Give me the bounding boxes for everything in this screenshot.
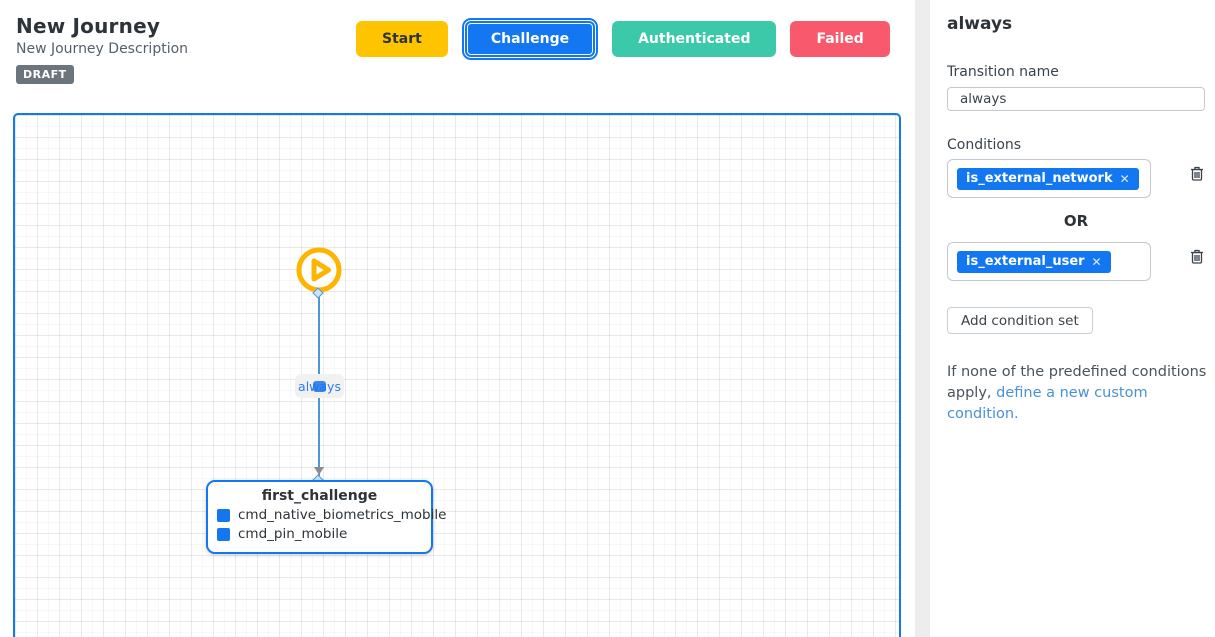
delete-condition-set-button[interactable] bbox=[1189, 165, 1205, 185]
help-text-prefix: If none of the predefined conditions app… bbox=[947, 364, 1207, 401]
condition-set-row: is_external_user ✕ bbox=[947, 242, 1205, 281]
close-icon[interactable]: ✕ bbox=[1119, 171, 1130, 186]
trash-icon bbox=[1191, 166, 1203, 181]
edge-arrowhead-icon bbox=[314, 467, 324, 475]
transition-properties-panel: always Transition name Conditions is_ext… bbox=[930, 0, 1215, 637]
trash-icon bbox=[1191, 249, 1203, 264]
define-custom-condition-link[interactable]: define a new custom condition. bbox=[947, 385, 1148, 422]
or-separator: OR bbox=[1063, 212, 1089, 230]
status-badge: DRAFT bbox=[16, 65, 74, 84]
authenticated-state-button[interactable]: Authenticated bbox=[612, 21, 777, 57]
edge-label-always[interactable]: always bbox=[295, 374, 344, 398]
start-node[interactable] bbox=[295, 246, 343, 294]
edge-midpoint-handle[interactable] bbox=[313, 381, 326, 392]
page-title: New Journey bbox=[16, 14, 161, 38]
challenge-node[interactable]: first_challenge cmd_native_biometrics_mo… bbox=[206, 480, 446, 554]
command-label: cmd_pin_mobile bbox=[238, 526, 348, 542]
conditions-label: Conditions bbox=[947, 137, 1022, 153]
condition-chip-label: is_external_network bbox=[966, 171, 1113, 186]
failed-state-button[interactable]: Failed bbox=[790, 21, 890, 57]
add-condition-set-button[interactable]: Add condition set bbox=[947, 307, 1093, 334]
condition-set-box[interactable]: is_external_user ✕ bbox=[947, 242, 1151, 281]
start-state-button[interactable]: Start bbox=[356, 21, 448, 57]
panel-divider[interactable] bbox=[915, 0, 930, 637]
header: New Journey New Journey Description DRAF… bbox=[16, 14, 188, 84]
state-buttons-toolbar: Start Challenge Authenticated Failed bbox=[356, 21, 890, 57]
delete-condition-set-button[interactable] bbox=[1189, 248, 1205, 268]
node-command-row[interactable]: cmd_native_biometrics_mobile bbox=[217, 507, 446, 523]
flow-canvas[interactable]: always first_challenge cmd_native_biomet… bbox=[13, 113, 901, 637]
command-icon bbox=[217, 527, 230, 541]
condition-chip-label: is_external_user bbox=[966, 254, 1085, 269]
panel-title: always bbox=[947, 14, 1013, 34]
condition-chip-is-external-user[interactable]: is_external_user ✕ bbox=[957, 251, 1111, 273]
node-title: first_challenge bbox=[261, 488, 378, 504]
transition-name-input[interactable] bbox=[947, 87, 1205, 111]
condition-set-row: is_external_network ✕ bbox=[947, 159, 1205, 198]
play-icon bbox=[296, 247, 342, 293]
close-icon[interactable]: ✕ bbox=[1091, 254, 1102, 269]
challenge-state-button[interactable]: Challenge bbox=[464, 21, 596, 57]
node-command-row[interactable]: cmd_pin_mobile bbox=[217, 526, 431, 542]
command-label: cmd_native_biometrics_mobile bbox=[238, 507, 447, 523]
page-subtitle: New Journey Description bbox=[16, 41, 189, 57]
command-icon bbox=[217, 508, 230, 522]
condition-chip-is-external-network[interactable]: is_external_network ✕ bbox=[957, 168, 1139, 190]
custom-condition-help-text: If none of the predefined conditions app… bbox=[947, 362, 1207, 425]
transition-name-label: Transition name bbox=[947, 64, 1059, 80]
condition-set-box[interactable]: is_external_network ✕ bbox=[947, 159, 1151, 198]
